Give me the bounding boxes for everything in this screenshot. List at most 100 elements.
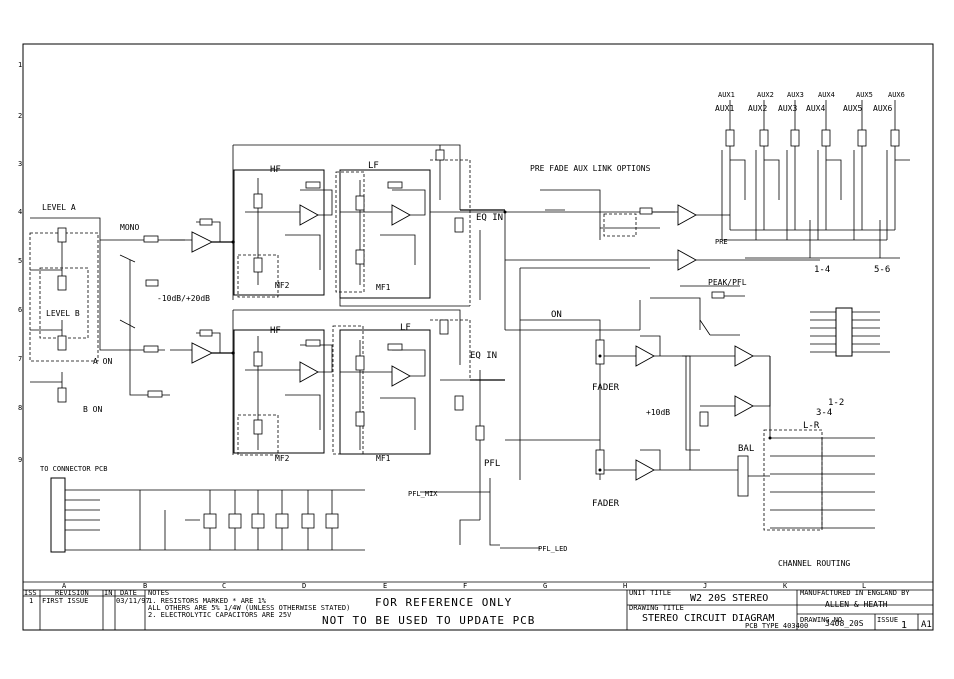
manufacturer: ALLEN & HEATH	[825, 600, 888, 609]
eq-hf-mf2-block-bottom	[233, 329, 325, 454]
eq-section-top: HF LF MF2 MF1	[232, 144, 471, 307]
grid-column-label: F	[463, 582, 467, 590]
fader-label-bottom: FADER	[592, 499, 620, 509]
grid-column-label: K	[783, 582, 788, 590]
drawing-title-label: DRAWING TITLE	[629, 604, 684, 612]
peak-pfl-label: PEAK/PFL	[708, 278, 747, 287]
aux-bus-label: AUX6	[888, 91, 905, 99]
pre-label: PRE	[715, 238, 728, 246]
aux-label: AUX2	[748, 104, 767, 113]
plus10db-label: +10dB	[646, 408, 670, 417]
title-block: ISS REVISION IN DATE 1 FIRST ISSUE 03/11…	[23, 589, 933, 631]
grid-row-label: 5	[18, 257, 22, 265]
aux-label: AUX1	[715, 104, 734, 113]
mf1-label-bottom: MF1	[376, 454, 391, 463]
aux-label: AUX3	[778, 104, 797, 113]
hf-label-bottom: HF	[270, 326, 281, 336]
balance-routing: BAL L-R 1-2 3-4 CHANNEL ROUTING	[730, 398, 875, 568]
group-5-6-label: 5-6	[874, 265, 890, 275]
signal-buses	[212, 209, 772, 472]
drawing-no-label: DRAWING NO	[800, 616, 842, 624]
grid-column-label: D	[302, 582, 306, 590]
pfl-led-label: PFL_LED	[538, 545, 568, 553]
grid-column-label: L	[862, 582, 866, 590]
grid-row-label: 3	[18, 160, 22, 168]
revision-iss-label: ISS	[24, 589, 37, 597]
fader-section: ON FADER FADER +10dB	[520, 310, 771, 509]
revision-row-date: 03/11/97	[116, 597, 150, 605]
on-label: ON	[551, 310, 562, 320]
level-a-label: LEVEL A	[42, 203, 76, 212]
grid-row-label: 6	[18, 306, 22, 314]
column-grid-labels: A B C D E F G H J K L	[23, 581, 933, 590]
to-connector-label: TO CONNECTOR PCB	[40, 465, 107, 473]
lr-label: L-R	[803, 421, 820, 431]
route-1-2-label: 1-2	[828, 398, 844, 408]
notes-line: 1. RESISTORS MARKED * ARE 1%	[148, 597, 267, 605]
drawing-frame	[22, 43, 934, 631]
manufacturer-label: MANUFACTURED IN ENGLAND BY	[800, 589, 910, 597]
mono-label: MONO	[120, 223, 139, 232]
aux-sends: AUX1 AUX2 AUX3 AUX4 AUX5 AUX6 AUX1 AUX2 …	[715, 91, 910, 275]
revision-row-iss: 1	[29, 597, 33, 605]
grid-column-label: H	[623, 582, 627, 590]
revision-date-label: DATE	[120, 589, 137, 597]
grid-row-label: 2	[18, 112, 22, 120]
grid-column-label: G	[543, 582, 547, 590]
notes-line: 2. ELECTROLYTIC CAPACITORS ARE 25V	[148, 611, 292, 619]
grid-column-label: C	[222, 582, 226, 590]
drawing-no: 3408_20S	[825, 619, 864, 628]
eq-section-bottom: HF LF MF2 MF1	[232, 309, 471, 463]
lf-label-bottom: LF	[400, 323, 411, 333]
eq-lf-mf1-block	[339, 169, 431, 299]
unit-title: W2 20S STEREO	[690, 593, 768, 604]
pfl-switch: PFL PFL_MIX PFL_LED	[408, 459, 568, 553]
revision-label: REVISION	[55, 589, 89, 597]
mf2-label-bottom: MF2	[275, 454, 290, 463]
grid-column-label: E	[383, 582, 387, 590]
aux-bus-label: AUX3	[787, 91, 804, 99]
sheet-size: A1	[921, 620, 932, 630]
eq-in-label: EQ IN	[476, 213, 503, 223]
grid-row-label: 1	[18, 61, 22, 69]
pcb-type: PCB TYPE 403400	[745, 622, 808, 630]
grid-row-label: 8	[18, 404, 22, 412]
aux-bus-label: AUX1	[718, 91, 735, 99]
connector-j	[810, 307, 890, 357]
drawing-title: STEREO CIRCUIT DIAGRAM	[642, 613, 774, 624]
revision-initial-label: IN	[104, 589, 112, 597]
eq-in-switches: EQ IN EQ IN	[430, 211, 505, 480]
notes-line: ALL OTHERS ARE 5% 1/4W (UNLESS OTHERWISE…	[148, 604, 350, 612]
grid-row-label: 4	[18, 208, 22, 216]
pfl-label: PFL	[484, 459, 500, 469]
bal-label: BAL	[738, 444, 754, 454]
aux-label: AUX6	[873, 104, 892, 113]
warning-not-for-pcb: NOT TO BE USED TO UPDATE PCB	[322, 614, 535, 627]
row-grid-labels: 1 2 3 4 5 6 7 8 9	[18, 61, 22, 464]
aux-bus-label: AUX4	[818, 91, 835, 99]
grid-column-label: A	[62, 582, 67, 590]
eq-in-label-bottom: EQ IN	[470, 351, 497, 361]
revision-row-text: FIRST ISSUE	[42, 597, 88, 605]
unit-title-label: UNIT TITLE	[629, 589, 671, 597]
group-1-4-label: 1-4	[814, 265, 830, 275]
grid-column-label: B	[143, 582, 147, 590]
pfl-mix-label: PFL_MIX	[408, 490, 438, 498]
eq-lf-mf1-block-bottom	[339, 329, 431, 455]
power-section: TO CONNECTOR PCB	[40, 465, 365, 553]
grid-column-label: J	[703, 582, 707, 590]
route-3-4-label: 3-4	[816, 408, 832, 418]
peak-pfl-section: PEAK/PFL	[650, 278, 747, 336]
issue-number: 1	[901, 620, 907, 631]
aux-buffer: PRE	[639, 204, 820, 271]
hf-label: HF	[270, 165, 281, 175]
level-b-label: LEVEL B	[46, 309, 80, 318]
mf1-label: MF1	[376, 283, 391, 292]
issue-label: ISSUE	[877, 616, 898, 624]
aux-bus-label: AUX5	[856, 91, 873, 99]
level-pot-group	[29, 232, 99, 362]
mf2-label: MF2	[275, 281, 290, 290]
aux-label: AUX4	[806, 104, 825, 113]
